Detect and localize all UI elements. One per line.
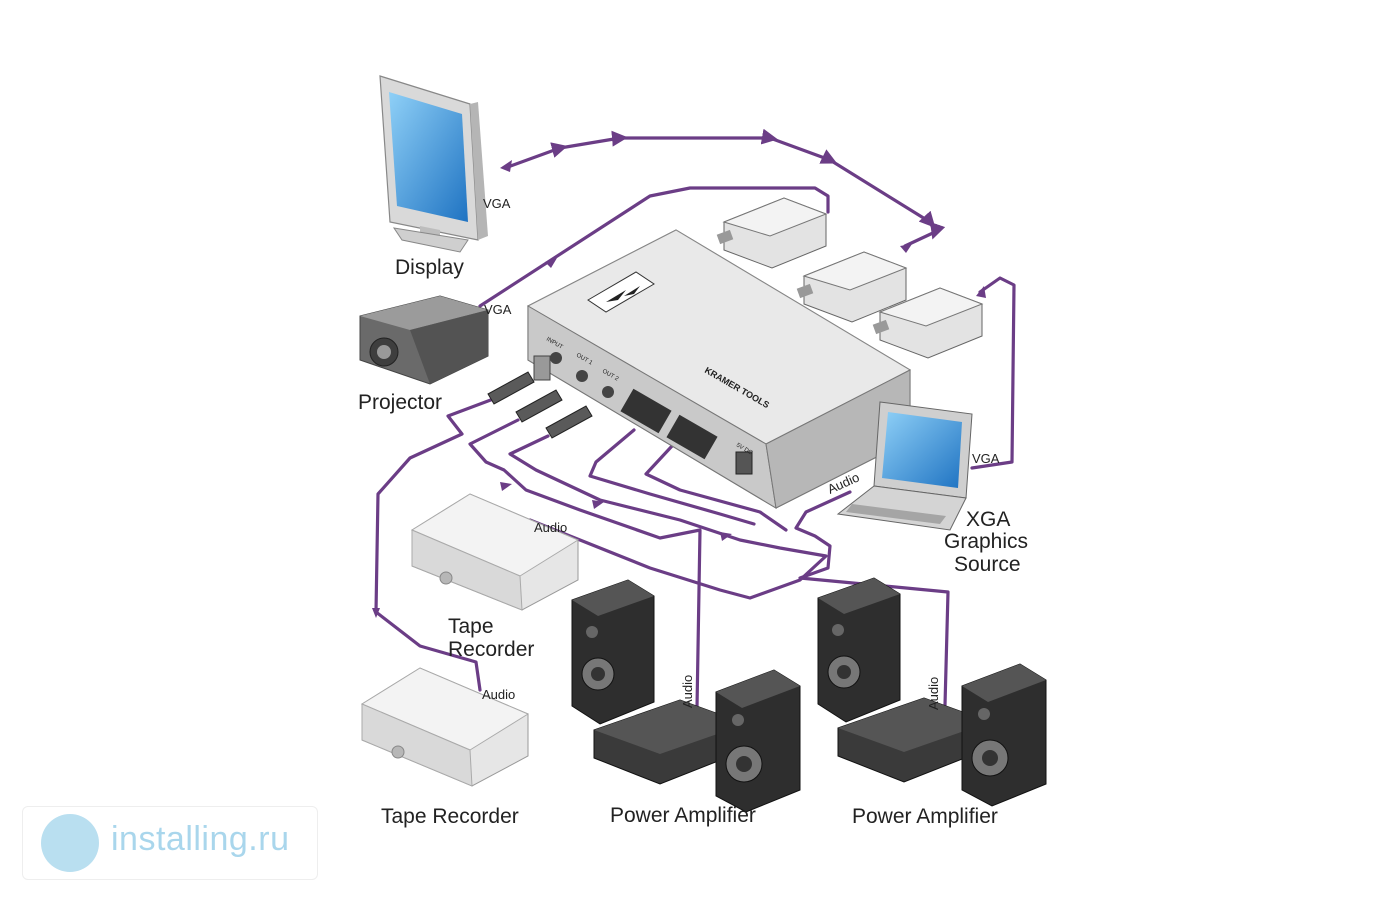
projector <box>359 295 489 385</box>
projector-label: Projector <box>358 391 442 414</box>
speaker-right-2 <box>961 663 1047 807</box>
audio-plugs <box>487 371 593 439</box>
vga-cable-display <box>503 128 946 248</box>
kramer-device: KRAMER TOOLS INPUT OUT 1 OUT 2 5V DC <box>526 229 912 509</box>
audio-cable-tape-1 <box>468 418 702 710</box>
watermark-text: installing.ru <box>111 820 290 858</box>
terminal-wires-2 <box>644 444 788 532</box>
display-monitor <box>379 75 488 253</box>
speaker-left-1 <box>571 579 655 725</box>
watermark-logo-icon <box>41 814 99 872</box>
vga-cable-projector <box>478 186 830 308</box>
audio-tape-2-label: Audio <box>482 687 515 702</box>
vga-display-label: VGA <box>483 196 511 211</box>
vga-cable-source <box>970 276 1016 470</box>
speaker-left-2 <box>715 669 801 813</box>
audio-amp-1-label: Audio <box>680 675 695 708</box>
tape-recorder-1-label-line2: Recorder <box>448 638 534 661</box>
power-amplifier-2-unit <box>837 697 991 783</box>
vga-connector-1 <box>716 197 828 269</box>
tape-recorder-1-label-line1: Tape <box>448 615 494 638</box>
vga-projector-label: VGA <box>484 302 512 317</box>
audio-cable-amp <box>508 434 828 600</box>
tape-recorder-2 <box>360 667 530 787</box>
audio-cable-source <box>794 490 950 707</box>
terminal-wires-1 <box>588 428 756 526</box>
tape-recorder-2-label: Tape Recorder <box>381 805 519 828</box>
audio-tape-1-label: Audio <box>534 520 567 535</box>
xga-label-line1: XGA <box>966 508 1010 531</box>
display-label: Display <box>395 256 464 279</box>
power-amplifier-1-label: Power Amplifier <box>610 804 756 827</box>
cables <box>372 128 1016 710</box>
audio-cable-tape-2 <box>374 396 498 692</box>
tape-recorder-1 <box>410 493 580 611</box>
speaker-right-1 <box>817 577 901 723</box>
vga-connector-2 <box>796 251 908 323</box>
watermark: installing.ru <box>22 806 318 880</box>
power-amplifier-2-label: Power Amplifier <box>852 805 998 828</box>
vga-source-label: VGA <box>972 451 1000 466</box>
xga-label-line2: Graphics <box>944 530 1028 553</box>
audio-amp-2-label: Audio <box>926 677 941 710</box>
vga-connector-3 <box>872 287 984 359</box>
xga-label-line3: Source <box>954 553 1021 576</box>
laptop <box>836 401 973 531</box>
